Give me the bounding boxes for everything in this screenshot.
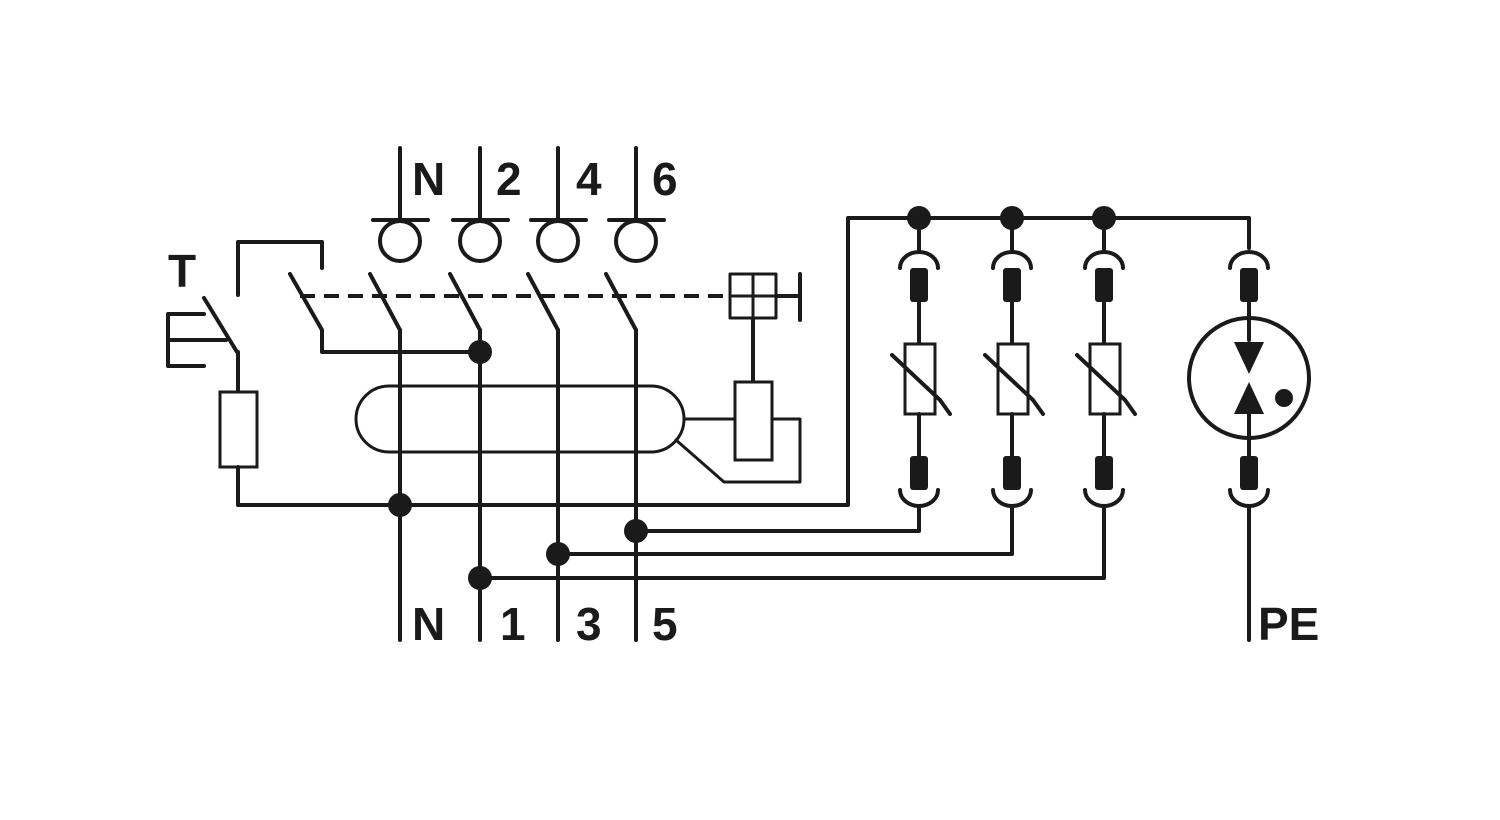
top-terminal-label-4: 4	[576, 153, 602, 205]
varistor-module-3	[1075, 216, 1137, 508]
wire-l1	[478, 506, 1106, 580]
top-terminal-label-6: 6	[652, 153, 678, 205]
main-contacts	[288, 272, 638, 354]
trip-relay-coil	[733, 380, 774, 462]
bottom-terminal-label-3: 3	[576, 598, 602, 650]
junction-dot	[468, 340, 492, 364]
top-terminal-label-n: N	[412, 153, 445, 205]
bottom-terminal-label-n: N	[412, 598, 445, 650]
bottom-terminal-label-5: 5	[652, 598, 678, 650]
wire-l2	[556, 506, 1014, 556]
varistor-module-2	[983, 216, 1045, 508]
varistor-module-1	[890, 216, 952, 508]
terminal-circle-4	[536, 219, 580, 263]
junction-dot	[388, 493, 412, 517]
bottom-terminal-label-1: 1	[500, 598, 526, 650]
wire-l3	[634, 506, 921, 533]
earth-terminal-label: PE	[1258, 598, 1319, 650]
test-button-symbol	[166, 240, 324, 368]
terminal-circle-n	[378, 219, 422, 263]
test-resistor	[218, 390, 259, 469]
trip-latch-symbol	[728, 272, 802, 384]
terminal-circle-6	[614, 219, 658, 263]
gas-discharge-tube-module	[1187, 250, 1311, 642]
top-terminal-label-2: 2	[496, 153, 522, 205]
top-terminals	[371, 146, 666, 263]
test-button-label: T	[168, 245, 196, 297]
terminal-circle-2	[458, 219, 502, 263]
